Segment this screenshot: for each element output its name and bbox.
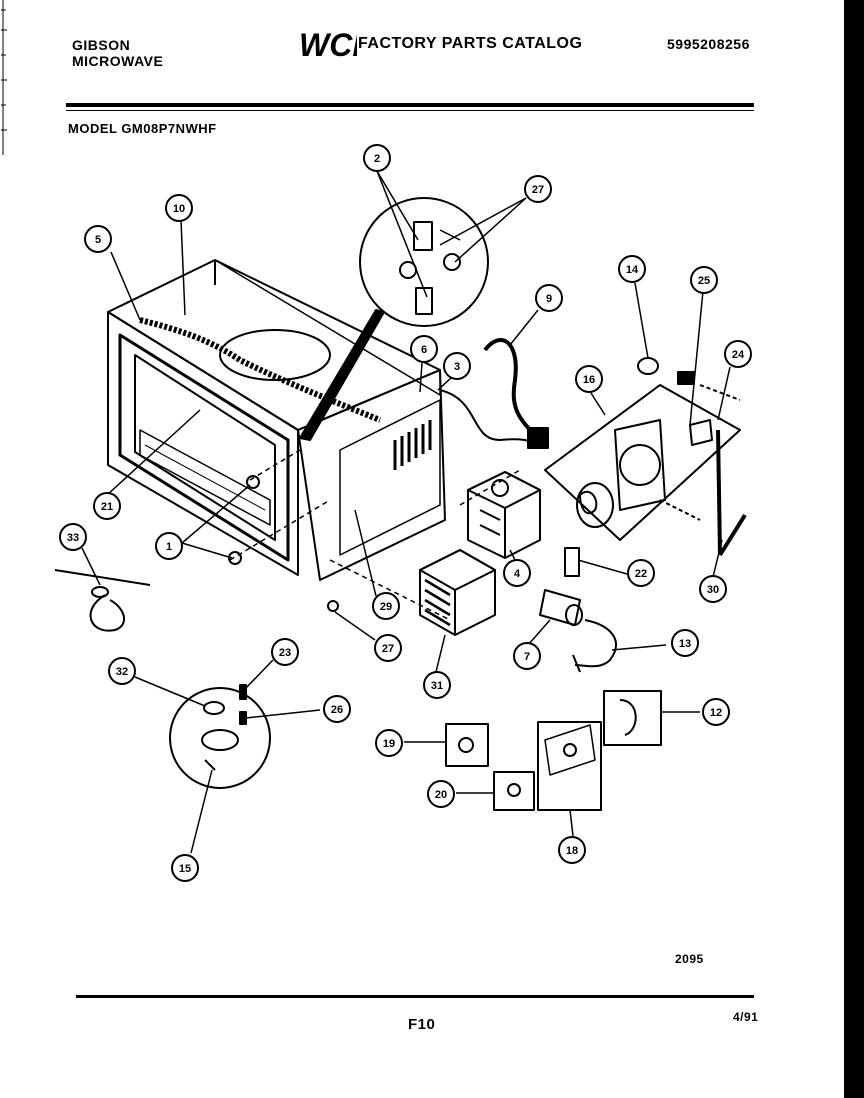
callout-label: 20 — [435, 789, 447, 801]
callout-label: 12 — [710, 707, 722, 719]
callout-label: 14 — [626, 264, 639, 276]
callout-30 — [699, 575, 727, 603]
callout-5 — [84, 225, 112, 253]
leader-lines — [81, 170, 731, 854]
callout-label: 13 — [679, 638, 691, 650]
callout-24 — [724, 340, 752, 368]
door-latch-screw — [246, 475, 260, 489]
callout-label: 23 — [279, 647, 291, 659]
callout-label: 3 — [454, 361, 460, 373]
header-rule — [66, 103, 754, 107]
catalog-title: FACTORY PARTS CATALOG — [358, 35, 583, 52]
callout-label: 24 — [732, 349, 745, 361]
callout-6 — [410, 335, 438, 363]
callout-label: 9 — [546, 293, 552, 305]
revision-date: 4/91 — [733, 1010, 759, 1024]
callout-numbers: 2 27 10 5 9 14 25 6 3 24 16 21 33 1 4 22… — [67, 153, 745, 875]
thermal-cutout-detail — [169, 684, 271, 789]
callout-4 — [503, 559, 531, 587]
mounting-screw — [327, 600, 339, 612]
callout-33 — [59, 523, 87, 551]
door-switch-detail — [299, 197, 489, 441]
callout-3 — [443, 352, 471, 380]
callout-15 — [171, 854, 199, 882]
control-board-components — [445, 690, 662, 811]
callout-26 — [323, 695, 351, 723]
figure-label: F10 — [408, 1016, 436, 1033]
callout-27 — [374, 634, 402, 662]
callout-label: 27 — [532, 184, 544, 196]
callout-label: 15 — [179, 863, 191, 875]
callout-markers — [59, 144, 752, 882]
callout-23 — [271, 638, 299, 666]
callout-21 — [93, 492, 121, 520]
fuse-lead — [54, 569, 151, 632]
callout-31 — [423, 671, 451, 699]
callout-label: 21 — [101, 501, 113, 513]
callout-label: 25 — [698, 275, 710, 287]
callout-20 — [427, 780, 455, 808]
callout-label: 5 — [95, 234, 101, 246]
high-voltage-transformer — [419, 549, 496, 636]
callout-19 — [375, 729, 403, 757]
callout-label: 30 — [707, 584, 719, 596]
logo-text: WCI — [299, 28, 357, 62]
hinge-screw — [228, 551, 242, 565]
scan-edge-marks — [0, 0, 8, 160]
callout-label: 27 — [382, 643, 394, 655]
callout-label: 33 — [67, 532, 79, 544]
header-rule-thin — [66, 110, 754, 111]
footer-rule — [76, 995, 754, 998]
callout-label: 32 — [116, 666, 128, 678]
power-cord — [439, 338, 549, 449]
callout-16 — [575, 365, 603, 393]
callout-7 — [513, 642, 541, 670]
cabinet-assembly — [107, 259, 521, 621]
callout-label: 18 — [566, 845, 578, 857]
callout-32 — [108, 657, 136, 685]
callout-label: 6 — [421, 344, 427, 356]
model-label: MODEL GM08P7NWHF — [68, 121, 217, 136]
callout-1 — [155, 532, 183, 560]
brand-block: GIBSON MICROWAVE — [72, 37, 163, 69]
callout-28 — [524, 175, 552, 203]
callout-label: 29 — [380, 601, 392, 613]
wci-logo: WCI — [297, 27, 362, 67]
drawing-code: 2095 — [675, 952, 704, 966]
callout-label: 1 — [166, 541, 172, 553]
callout-13 — [671, 629, 699, 657]
callout-2 — [363, 144, 391, 172]
callout-25 — [690, 266, 718, 294]
callout-22 — [627, 559, 655, 587]
callout-12 — [702, 698, 730, 726]
callout-label: 19 — [383, 738, 395, 750]
callout-18 — [558, 836, 586, 864]
callout-label: 26 — [331, 704, 343, 716]
callout-label: 22 — [635, 568, 647, 580]
callout-label: 7 — [524, 651, 530, 663]
capacitor-assembly — [539, 547, 617, 673]
brand-name: GIBSON — [72, 37, 131, 53]
callout-label: 4 — [514, 568, 521, 580]
callout-9 — [535, 284, 563, 312]
callout-label: 2 — [374, 153, 380, 165]
product-type: MICROWAVE — [72, 53, 164, 69]
callout-label: 10 — [173, 203, 185, 215]
callout-29 — [372, 592, 400, 620]
callout-label: 16 — [583, 374, 595, 386]
callout-10 — [165, 194, 193, 222]
callout-14 — [618, 255, 646, 283]
callout-label: 31 — [431, 680, 443, 692]
magnetron — [467, 471, 541, 559]
catalog-number: 5995208256 — [667, 36, 750, 52]
fan-motor-assembly — [544, 384, 747, 557]
